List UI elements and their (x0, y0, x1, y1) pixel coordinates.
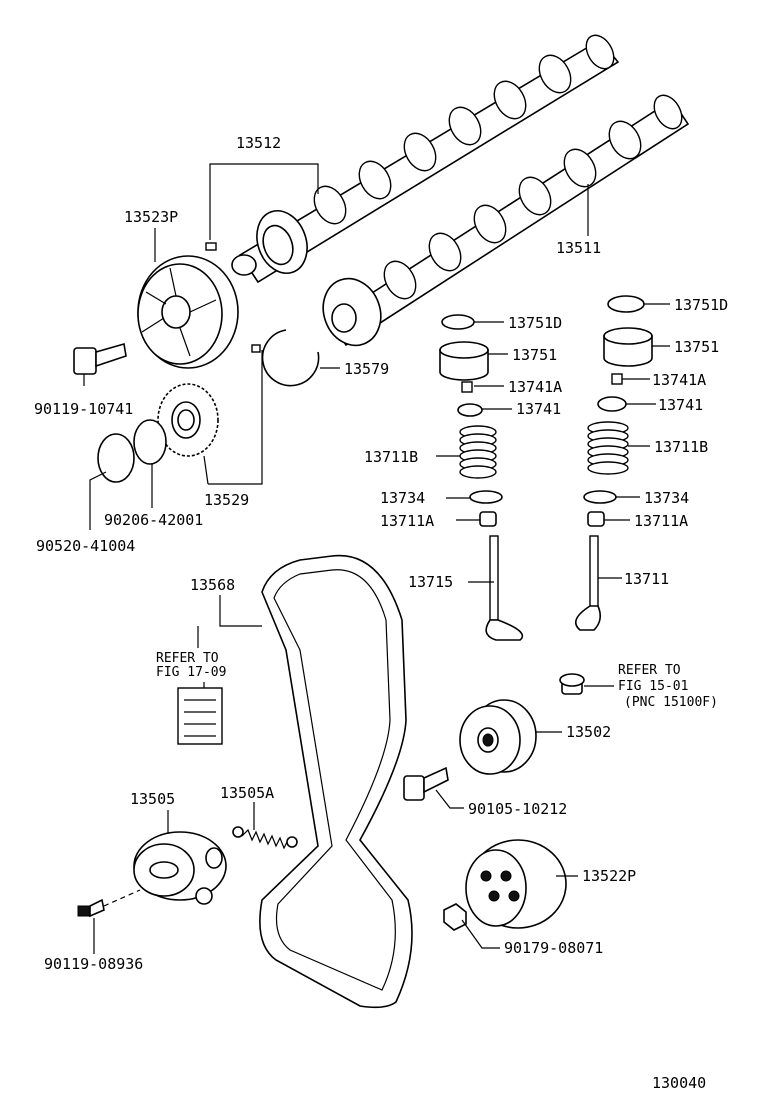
camshaft-13511[interactable] (314, 90, 690, 353)
valve-train-left (439, 314, 524, 641)
label-13751-left[interactable]: 13751 (512, 346, 557, 364)
label-90119-08936[interactable]: 90119-08936 (44, 955, 143, 973)
retainer-13741-right[interactable] (597, 396, 627, 412)
label-13512[interactable]: 13512 (236, 134, 281, 152)
seal-13711A-left[interactable] (479, 511, 497, 527)
ring-90206-42001[interactable] (133, 419, 167, 465)
pin-13529[interactable] (251, 344, 261, 353)
label-90105-10212[interactable]: 90105-10212 (468, 800, 567, 818)
label-13523P[interactable]: 13523P (124, 208, 178, 226)
label-13715[interactable]: 13715 (408, 573, 453, 591)
label-90520-41004[interactable]: 90520-41004 (36, 537, 135, 555)
retainer-13741-left[interactable] (457, 403, 483, 417)
washer-13734-left[interactable] (469, 490, 503, 504)
label-13751D-left[interactable]: 13751D (508, 314, 562, 332)
refer-left-line1: REFER TO (156, 651, 219, 666)
washer-13734-right[interactable] (583, 490, 617, 504)
keeper-13741A-right[interactable] (611, 373, 623, 385)
label-13711[interactable]: 13711 (624, 570, 669, 588)
label-13751-right[interactable]: 13751 (674, 338, 719, 356)
label-13741A-right[interactable]: 13741A (652, 371, 706, 389)
tensioner-13505[interactable] (133, 831, 227, 905)
timing-belt-13568[interactable] (259, 554, 413, 1009)
part-labels: 13512 13523P 13511 90119-10741 13579 135… (34, 134, 728, 1092)
label-90206-42001[interactable]: 90206-42001 (104, 511, 203, 529)
label-13579[interactable]: 13579 (344, 360, 389, 378)
label-13711A-left[interactable]: 13711A (380, 512, 434, 530)
label-13511[interactable]: 13511 (556, 239, 601, 257)
keeper-13741A-left[interactable] (461, 381, 473, 393)
gear-13529[interactable] (157, 383, 219, 457)
label-13734-left[interactable]: 13734 (380, 489, 425, 507)
spring-13505A[interactable] (232, 826, 298, 850)
label-13734-right[interactable]: 13734 (644, 489, 689, 507)
label-13522P[interactable]: 13522P (582, 867, 636, 885)
crank-pulley-13522P[interactable] (465, 839, 567, 929)
label-13502[interactable]: 13502 (566, 723, 611, 741)
leader-lines (83, 163, 670, 954)
bolt-90105-10212[interactable] (403, 766, 449, 801)
refer-right-line2[interactable]: FIG 15-01 (618, 679, 688, 694)
idler-pulley-13502[interactable] (459, 699, 537, 775)
valve-13715[interactable] (485, 535, 524, 641)
cam-pulley-13523P[interactable] (137, 255, 239, 369)
refer-right-line1: REFER TO (618, 663, 681, 678)
refer-right-line3[interactable]: (PNC 15100F) (624, 695, 718, 710)
label-13741-right[interactable]: 13741 (658, 396, 703, 414)
bolt-90119-10741[interactable] (73, 342, 127, 375)
spring-13711B-left[interactable] (459, 425, 497, 479)
plug-15100F[interactable] (559, 673, 585, 695)
valve-13711[interactable] (574, 535, 602, 631)
nut-90179-08071[interactable] (443, 903, 467, 931)
spring-13711B-right[interactable] (587, 421, 629, 475)
label-13751D-right[interactable]: 13751D (674, 296, 728, 314)
pin-13512[interactable] (205, 242, 217, 251)
snap-ring-13579[interactable] (261, 329, 320, 387)
label-13741A-left[interactable]: 13741A (508, 378, 562, 396)
shim-13751D-right[interactable] (607, 295, 645, 313)
label-13711A-right[interactable]: 13711A (634, 512, 688, 530)
label-90119-10741[interactable]: 90119-10741 (34, 400, 133, 418)
label-13505A[interactable]: 13505A (220, 784, 274, 802)
ring-90520-41004[interactable] (97, 433, 135, 483)
shim-13751D-left[interactable] (441, 314, 475, 330)
label-13711B-right[interactable]: 13711B (654, 438, 708, 456)
label-13711B-left[interactable]: 13711B (364, 448, 418, 466)
camshaft-13512[interactable] (231, 30, 620, 284)
refer-label-box (177, 687, 223, 745)
diagram-id: 130040 (652, 1074, 706, 1092)
bolt-90119-08936[interactable] (77, 889, 141, 918)
label-90179-08071[interactable]: 90179-08071 (504, 939, 603, 957)
seal-13711A-right[interactable] (587, 511, 605, 527)
label-13741-left[interactable]: 13741 (516, 400, 561, 418)
label-13529[interactable]: 13529 (204, 491, 249, 509)
valve-train-right (574, 295, 653, 631)
label-13505[interactable]: 13505 (130, 790, 175, 808)
label-13568[interactable]: 13568 (190, 576, 235, 594)
refer-left-line2[interactable]: FIG 17-09 (156, 665, 226, 680)
